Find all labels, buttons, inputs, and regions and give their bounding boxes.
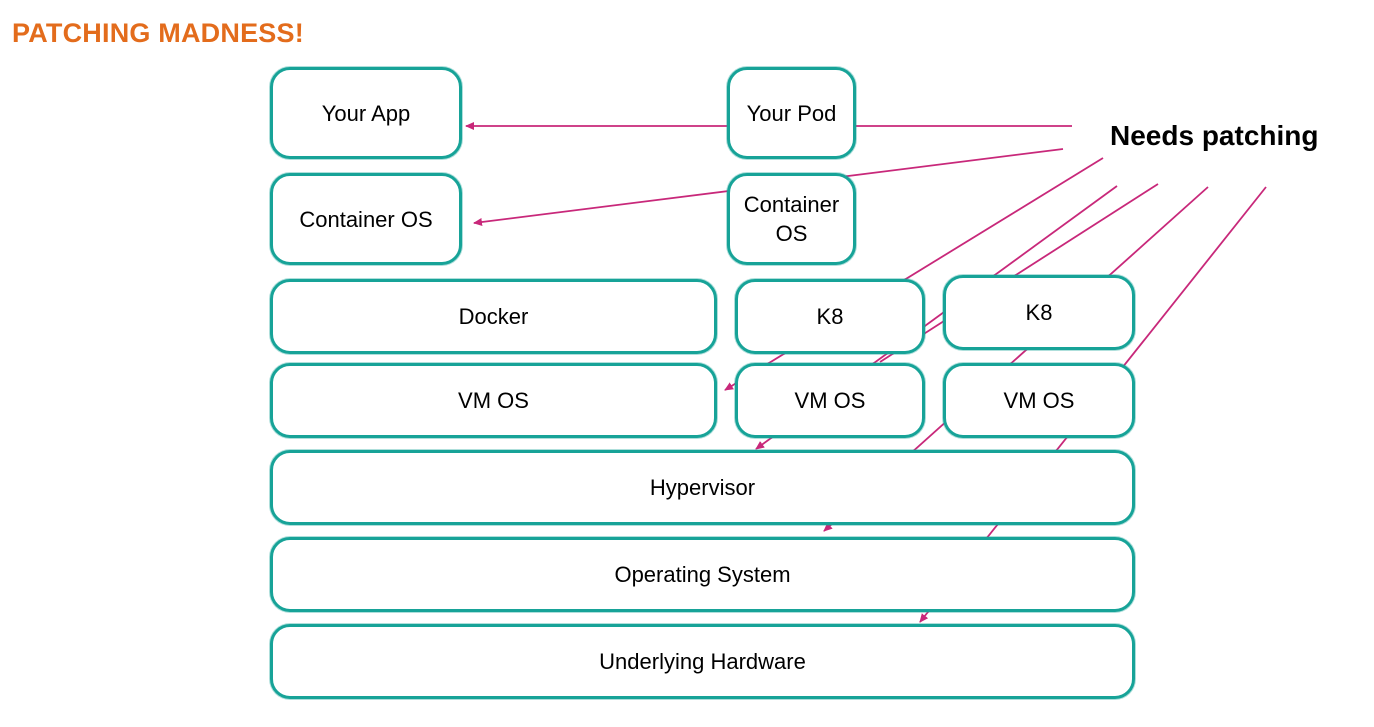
box-underlying-hardware: Underlying Hardware	[270, 624, 1135, 699]
box-vm-os-2: VM OS	[735, 363, 925, 438]
box-label: K8	[1025, 300, 1053, 325]
box-label: Your Pod	[746, 100, 837, 126]
box-label: VM OS	[794, 388, 866, 413]
box-label: K8	[816, 304, 844, 329]
needs-patching-callout: Needs patching	[1110, 120, 1319, 151]
box-k8-b: K8	[943, 275, 1135, 350]
box-your-app: Your App	[270, 67, 462, 159]
box-k8-a: K8	[735, 279, 925, 354]
box-label: Underlying Hardware	[599, 649, 806, 674]
box-operating-system: Operating System	[270, 537, 1135, 612]
page-title: PATCHING MADNESS!	[12, 18, 304, 48]
box-label: VM OS	[458, 388, 529, 413]
box-label: Operating System	[614, 562, 791, 587]
box-label: Hypervisor	[649, 475, 756, 500]
box-hypervisor: Hypervisor	[270, 450, 1135, 525]
box-label: Your App	[321, 100, 411, 126]
box-docker: Docker	[270, 279, 717, 354]
box-label-line1: Container	[743, 192, 840, 217]
box-vm-os-3: VM OS	[943, 363, 1135, 438]
box-label: VM OS	[1003, 388, 1075, 413]
box-label: Container OS	[299, 206, 433, 232]
box-label: Docker	[458, 304, 529, 329]
box-label-line2: OS	[775, 221, 808, 246]
box-vm-os-1: VM OS	[270, 363, 717, 438]
box-container-os-left: Container OS	[270, 173, 462, 265]
box-your-pod: Your Pod	[727, 67, 856, 159]
box-container-os-right: Container OS	[727, 173, 856, 265]
